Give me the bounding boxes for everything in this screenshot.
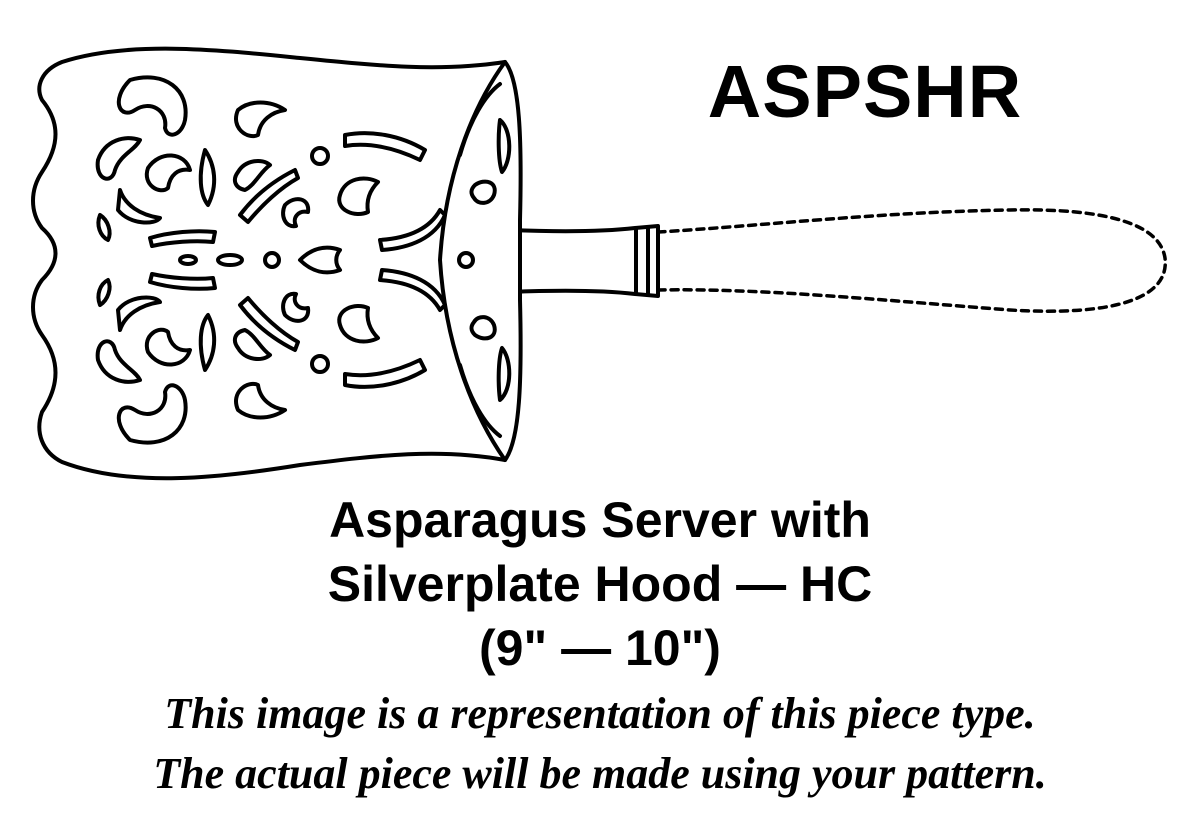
disclaimer-line: This image is a representation of this p… (164, 689, 1036, 738)
disclaimer-line: The actual piece will be made using your… (153, 749, 1047, 798)
product-size-line: (9" — 10") (479, 620, 721, 676)
handle-outline-dashed (656, 208, 1167, 313)
server-neck (508, 224, 660, 298)
product-title-line: Silverplate Hood — HC (327, 556, 873, 612)
disclaimer: This image is a representation of this p… (0, 684, 1200, 804)
product-title-line: Asparagus Server with (329, 492, 871, 548)
product-title: Asparagus Server with Silverplate Hood —… (0, 488, 1200, 680)
product-code: ASPSHR (707, 50, 1023, 133)
asparagus-server-illustration (31, 46, 1167, 481)
